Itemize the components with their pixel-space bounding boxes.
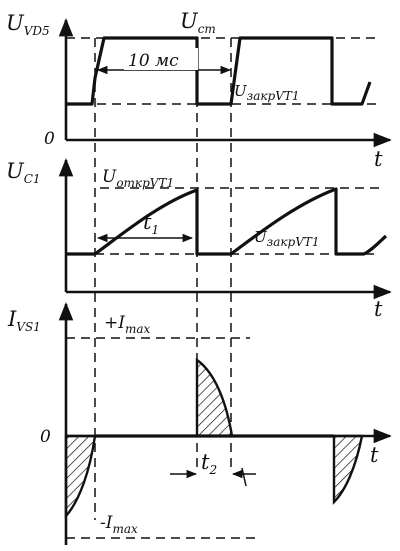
vs1-t2-label: t2 [201, 450, 217, 477]
c1-open-label: UоткрVT1 [102, 167, 174, 190]
vs1-negative-pulse-right [332, 434, 364, 505]
vs1-t2-tick [241, 467, 247, 487]
panel-vs1: IVS1 0 t +Imax -Imax t2 [7, 302, 392, 545]
c1-t1-label: t1 [143, 210, 159, 237]
vs1-zero-label: 0 [40, 427, 51, 447]
vs1-positive-pulse [195, 357, 234, 438]
vd5-level-label: Uст [180, 9, 216, 36]
c1-waveform [66, 187, 388, 256]
vd5-waveform [66, 36, 372, 106]
vs1-negative-pulse-left [64, 434, 97, 520]
vd5-closed-label: UзакрVT1 [234, 82, 300, 103]
vs1-neg-max-label: -Imax [100, 513, 138, 536]
vd5-zero-label: 0 [44, 129, 55, 149]
vs1-pos-max-label: +Imax [104, 313, 151, 336]
vd5-time-label: t [374, 147, 383, 171]
panel-vd5: UVD5 0 t Uст UзакрVT1 10 мс [6, 9, 392, 171]
vs1-time-label: t [370, 443, 379, 467]
c1-time-label: t [374, 297, 383, 321]
vd5-axis-label: UVD5 [6, 11, 50, 38]
c1-closed-label: UзакрVT1 [254, 228, 320, 249]
c1-axis-label: UC1 [6, 159, 41, 186]
vs1-axis-label: IVS1 [7, 307, 41, 334]
vd5-period-label: 10 мс [128, 51, 179, 71]
vd5-period-label-bg [124, 48, 198, 70]
panel-c1: UC1 t UоткрVT1 t1 UзакрVT1 [6, 158, 392, 321]
